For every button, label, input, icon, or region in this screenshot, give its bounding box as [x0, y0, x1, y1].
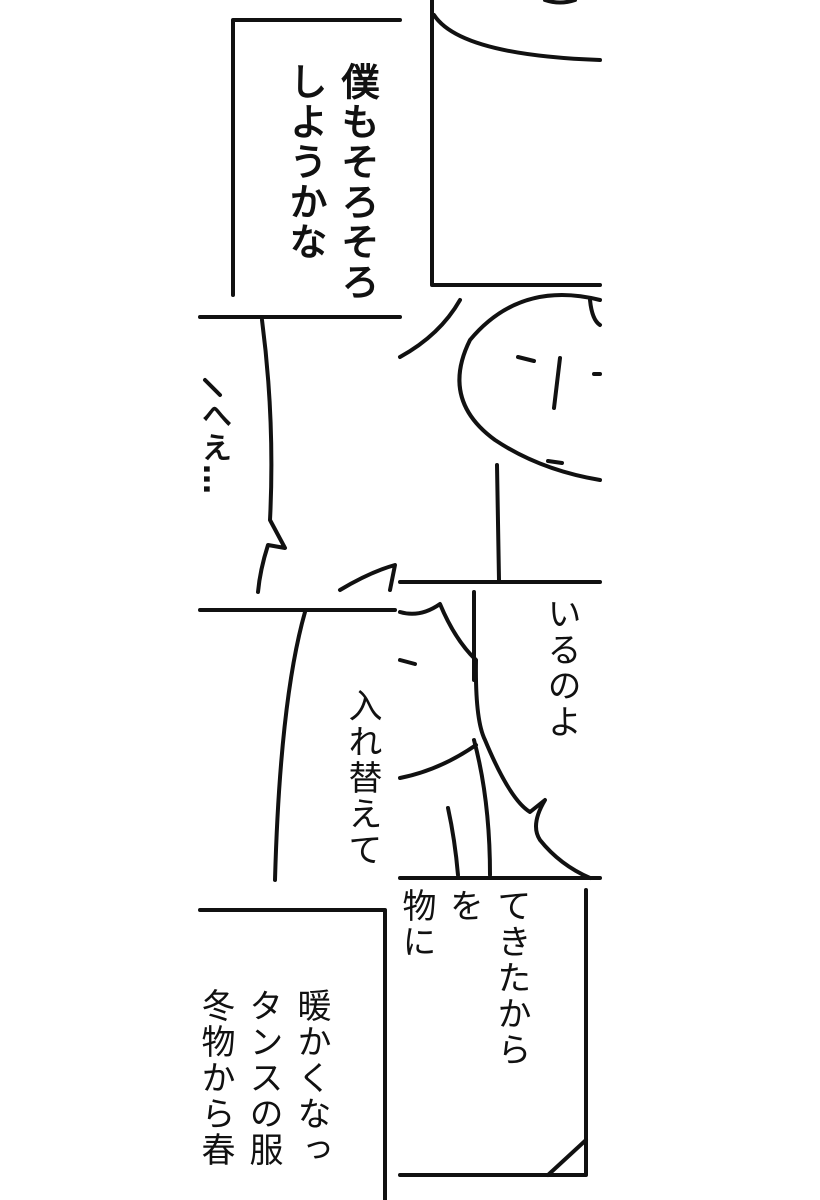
narration-text-tansu: タンスの服 — [243, 988, 283, 1168]
speech-bubble-outline — [398, 602, 592, 880]
neck — [495, 463, 501, 582]
speech-text-tekita-kara: てきたから — [491, 888, 531, 1068]
speech-text-hee: へえ… — [196, 400, 231, 496]
character-face-outline — [457, 293, 602, 482]
speech-bubble-outline — [273, 610, 307, 882]
nose — [552, 356, 562, 410]
narration-text-atataka: 暖かくなっ — [291, 988, 331, 1168]
speech-text-iru-no-yo: いるのよ — [541, 596, 581, 740]
line-art — [398, 743, 478, 780]
line-art — [338, 563, 397, 592]
speech-text-boku-line1: 僕もそろそろ — [335, 62, 379, 302]
line-art — [472, 738, 492, 877]
line-art — [546, 1138, 588, 1177]
line-art — [588, 298, 602, 327]
line-art — [446, 806, 460, 877]
speech-text-boku-line2: しようかな — [283, 62, 327, 262]
narration-text-fuyumono: 冬物から春 — [195, 988, 235, 1168]
panel-border — [231, 18, 402, 297]
line-art — [543, 0, 577, 5]
line-art — [398, 658, 417, 666]
panel-border — [398, 888, 588, 1177]
eye — [516, 355, 536, 363]
speech-bubble-outline — [256, 318, 287, 594]
speech-text-irekaete: 入れ替えて — [342, 688, 382, 868]
line-art — [203, 378, 222, 397]
speech-text-wo: を — [443, 888, 483, 924]
speech-text-mono-ni: 物に — [396, 888, 436, 960]
panel-border — [430, 0, 602, 287]
panel-border — [198, 908, 387, 1200]
mouth — [546, 459, 564, 465]
line-art — [398, 298, 462, 359]
character-head-outline — [432, 13, 602, 62]
